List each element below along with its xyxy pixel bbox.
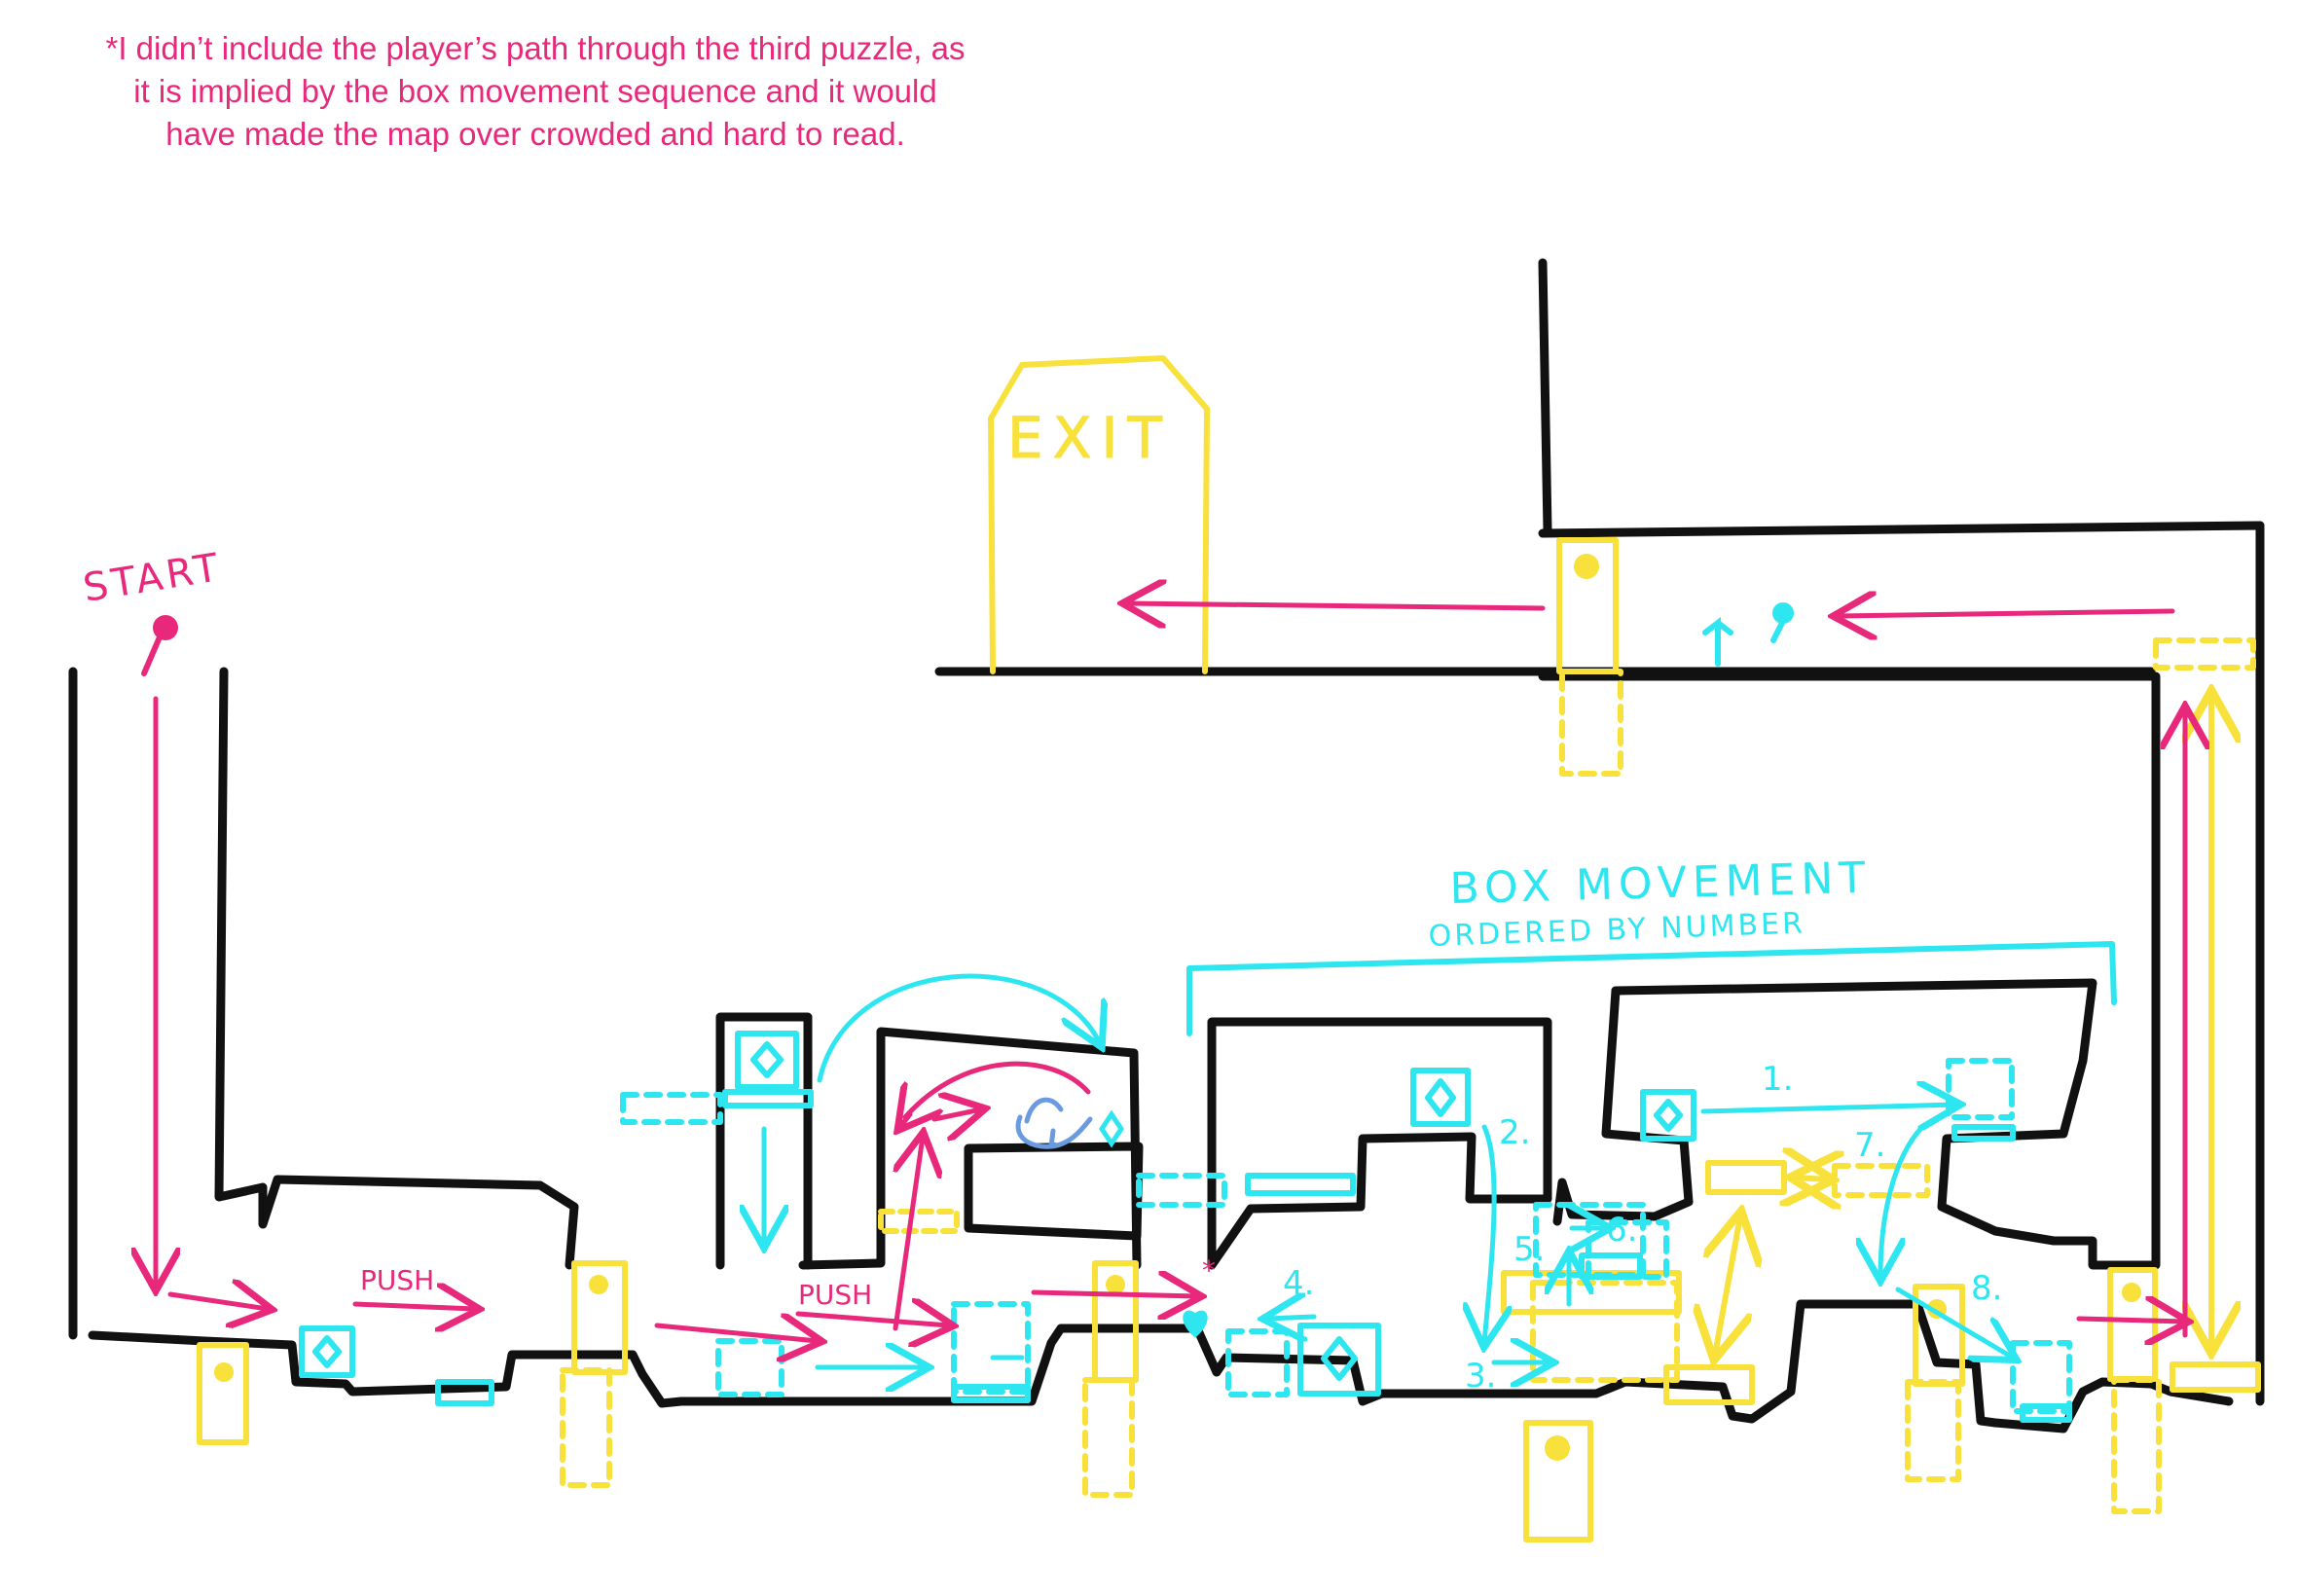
start-pin-icon — [141, 615, 178, 676]
door-1 — [197, 1342, 249, 1445]
door-8-ghost — [2153, 637, 2256, 671]
exit-label: EXIT — [1007, 405, 1172, 471]
step-4: 4. — [1283, 1264, 1314, 1303]
path-push-2 — [795, 1314, 949, 1325]
box-8-ledge — [1951, 1124, 2016, 1142]
door-6-ghost — [2111, 1377, 2162, 1514]
step-2-arrow — [1484, 1124, 1494, 1343]
walls — [68, 258, 2265, 1433]
box-8-diamond — [1654, 1099, 1683, 1132]
box-2 — [735, 1031, 799, 1090]
path-corridor-4 — [2076, 1319, 2184, 1322]
pillar-1 — [715, 1012, 813, 1270]
player-path — [156, 603, 2185, 1341]
path-corridor-1 — [167, 1294, 268, 1309]
box-4-ghost — [951, 1301, 1031, 1395]
box-7 — [1297, 1323, 1381, 1396]
note-line-2: it is implied by the box movement sequen… — [133, 73, 937, 109]
path-push-1 — [352, 1304, 475, 1309]
door-3-ghost — [1082, 1377, 1135, 1498]
block-4-lower — [1552, 986, 1694, 1226]
box-2-ledge — [722, 1089, 814, 1108]
step-7-arrow — [1880, 1124, 1925, 1277]
box-2-diamond — [750, 1041, 784, 1078]
step-2: 2. — [1499, 1113, 1530, 1152]
path-arc-head — [900, 1114, 910, 1127]
door-2-ghost — [560, 1367, 612, 1488]
step-1: 1. — [1762, 1060, 1793, 1099]
box-6-diamond — [1425, 1078, 1456, 1117]
step-8-arrow — [1895, 1287, 2013, 1358]
platform-shift-arrow — [1796, 1178, 1828, 1179]
box-2-ghost — [620, 1092, 723, 1125]
block-2 — [798, 1027, 1142, 1270]
path-upper-1 — [1838, 611, 2175, 616]
path-corridor-2 — [654, 1325, 818, 1341]
box-1-diamond — [312, 1335, 342, 1368]
step-4-arrow — [1267, 1317, 1317, 1319]
key-icon — [1702, 602, 1794, 667]
block-3 — [1207, 1017, 1552, 1270]
box-movement-bracket — [1186, 941, 2117, 1036]
box-8-ghost — [1946, 1058, 2015, 1120]
start-label: START — [80, 545, 225, 611]
door-8 — [2169, 1361, 2261, 1393]
door-4 — [1523, 1420, 1593, 1542]
path-ledge-arrow — [931, 1109, 981, 1119]
path-corridor-3 — [1031, 1292, 1197, 1296]
platform-2 — [1705, 1160, 1787, 1195]
box-6 — [1410, 1068, 1471, 1127]
platform-2-ghost — [1832, 1163, 1930, 1198]
upper-left-wall — [1538, 258, 1552, 535]
box-9-ghost — [2010, 1340, 2072, 1414]
push-label-1: PUSH — [360, 1264, 434, 1296]
designer-note: *I didn’t include the player’s path thro… — [19, 27, 1051, 156]
door-7-ghost — [1559, 669, 1623, 777]
step-8: 8. — [1971, 1269, 2002, 1308]
box-1-target — [435, 1379, 494, 1406]
box-1 — [299, 1325, 355, 1378]
path-climb — [893, 1137, 923, 1331]
box-movement-subtitle: ORDERED BY NUMBER — [1428, 906, 1805, 953]
left-inner-wall — [214, 667, 579, 1270]
push-label-2: PUSH — [798, 1279, 872, 1311]
box-movement-title: BOX MOVEMENT — [1449, 853, 1872, 914]
exit-door — [988, 355, 1210, 674]
block-4 — [1538, 671, 2161, 1270]
box-5-ledge — [1245, 1173, 1356, 1196]
box-7-diamond — [1321, 1336, 1358, 1381]
step-1-arrow — [1700, 1105, 1956, 1111]
box-5-ghost — [1136, 1173, 1227, 1208]
block-2-shelf — [964, 1142, 1144, 1241]
arc-arrow — [817, 973, 1100, 1083]
upper-ceiling — [1538, 521, 2265, 538]
bird-enemy-icon — [1015, 1097, 1093, 1149]
step-6: 6. — [1606, 1211, 1637, 1250]
box-8 — [1640, 1089, 1696, 1142]
platform-1 — [878, 1209, 960, 1234]
step-7: 7. — [1854, 1126, 1885, 1165]
platform-arrow — [1715, 1216, 1740, 1355]
heart-icon — [1183, 1310, 1208, 1338]
box-3-ghost — [715, 1338, 784, 1397]
diamond-icon — [1098, 1109, 1125, 1148]
note-line-3: have made the map over crowded and hard … — [165, 116, 905, 152]
step-5: 5. — [1513, 1230, 1545, 1269]
main-floor — [88, 1299, 2234, 1433]
door-5-ghost — [1905, 1379, 1961, 1482]
boxes — [299, 941, 2117, 1423]
box-4-ledge — [951, 1384, 1031, 1403]
box-9-ledge — [2020, 1403, 2072, 1423]
step-numbers: 1. 2. 3. 4. 5. 6. 7. 8. — [1283, 1060, 2002, 1396]
asterisk-mark: * — [1202, 1254, 1216, 1287]
box-arrows — [764, 973, 2013, 1367]
platform-4-ghost — [1530, 1280, 1680, 1383]
path-upper-2 — [1127, 603, 1546, 608]
note-line-1: *I didn’t include the player’s path thro… — [105, 30, 966, 66]
step-3: 3. — [1465, 1357, 1496, 1396]
